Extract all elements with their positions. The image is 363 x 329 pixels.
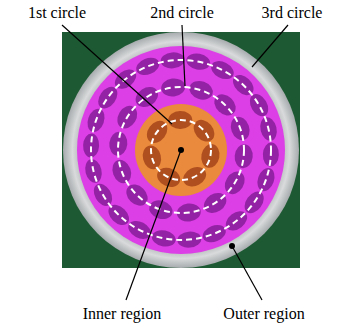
dashed-circle bbox=[151, 120, 211, 180]
green-background bbox=[62, 32, 300, 268]
measurement-spot bbox=[150, 228, 177, 248]
leader-line bbox=[62, 25, 172, 124]
measurement-spot bbox=[200, 222, 228, 246]
measurement-spot bbox=[134, 54, 162, 78]
callout-label: 3rd circle bbox=[262, 4, 323, 22]
measurement-spot bbox=[122, 180, 152, 210]
leader-line bbox=[232, 246, 262, 300]
measurement-spot bbox=[208, 57, 237, 82]
measurement-spot bbox=[246, 91, 272, 120]
leader-line bbox=[182, 25, 185, 86]
measurement-spot bbox=[160, 77, 186, 98]
leader-line bbox=[126, 150, 181, 300]
measurement-spot bbox=[140, 144, 163, 172]
callout-label: 1st circle bbox=[28, 4, 86, 22]
dashed-circle bbox=[118, 87, 244, 213]
measurement-spot bbox=[154, 164, 183, 190]
measurement-spot bbox=[147, 197, 175, 222]
callout-label: Outer region bbox=[223, 305, 304, 323]
callout-label: 2nd circle bbox=[150, 4, 214, 22]
measurement-spot bbox=[189, 116, 218, 146]
leader-line bbox=[252, 25, 288, 67]
silver-disc bbox=[63, 32, 299, 268]
leader-dot bbox=[178, 147, 184, 153]
inner-region bbox=[135, 104, 227, 196]
measurement-spot bbox=[187, 78, 215, 103]
leader-lines bbox=[62, 25, 288, 300]
dashed-circle bbox=[91, 60, 271, 240]
callout-label: Inner region bbox=[83, 305, 162, 323]
leader-dot bbox=[229, 243, 235, 249]
outer-region bbox=[77, 46, 285, 254]
